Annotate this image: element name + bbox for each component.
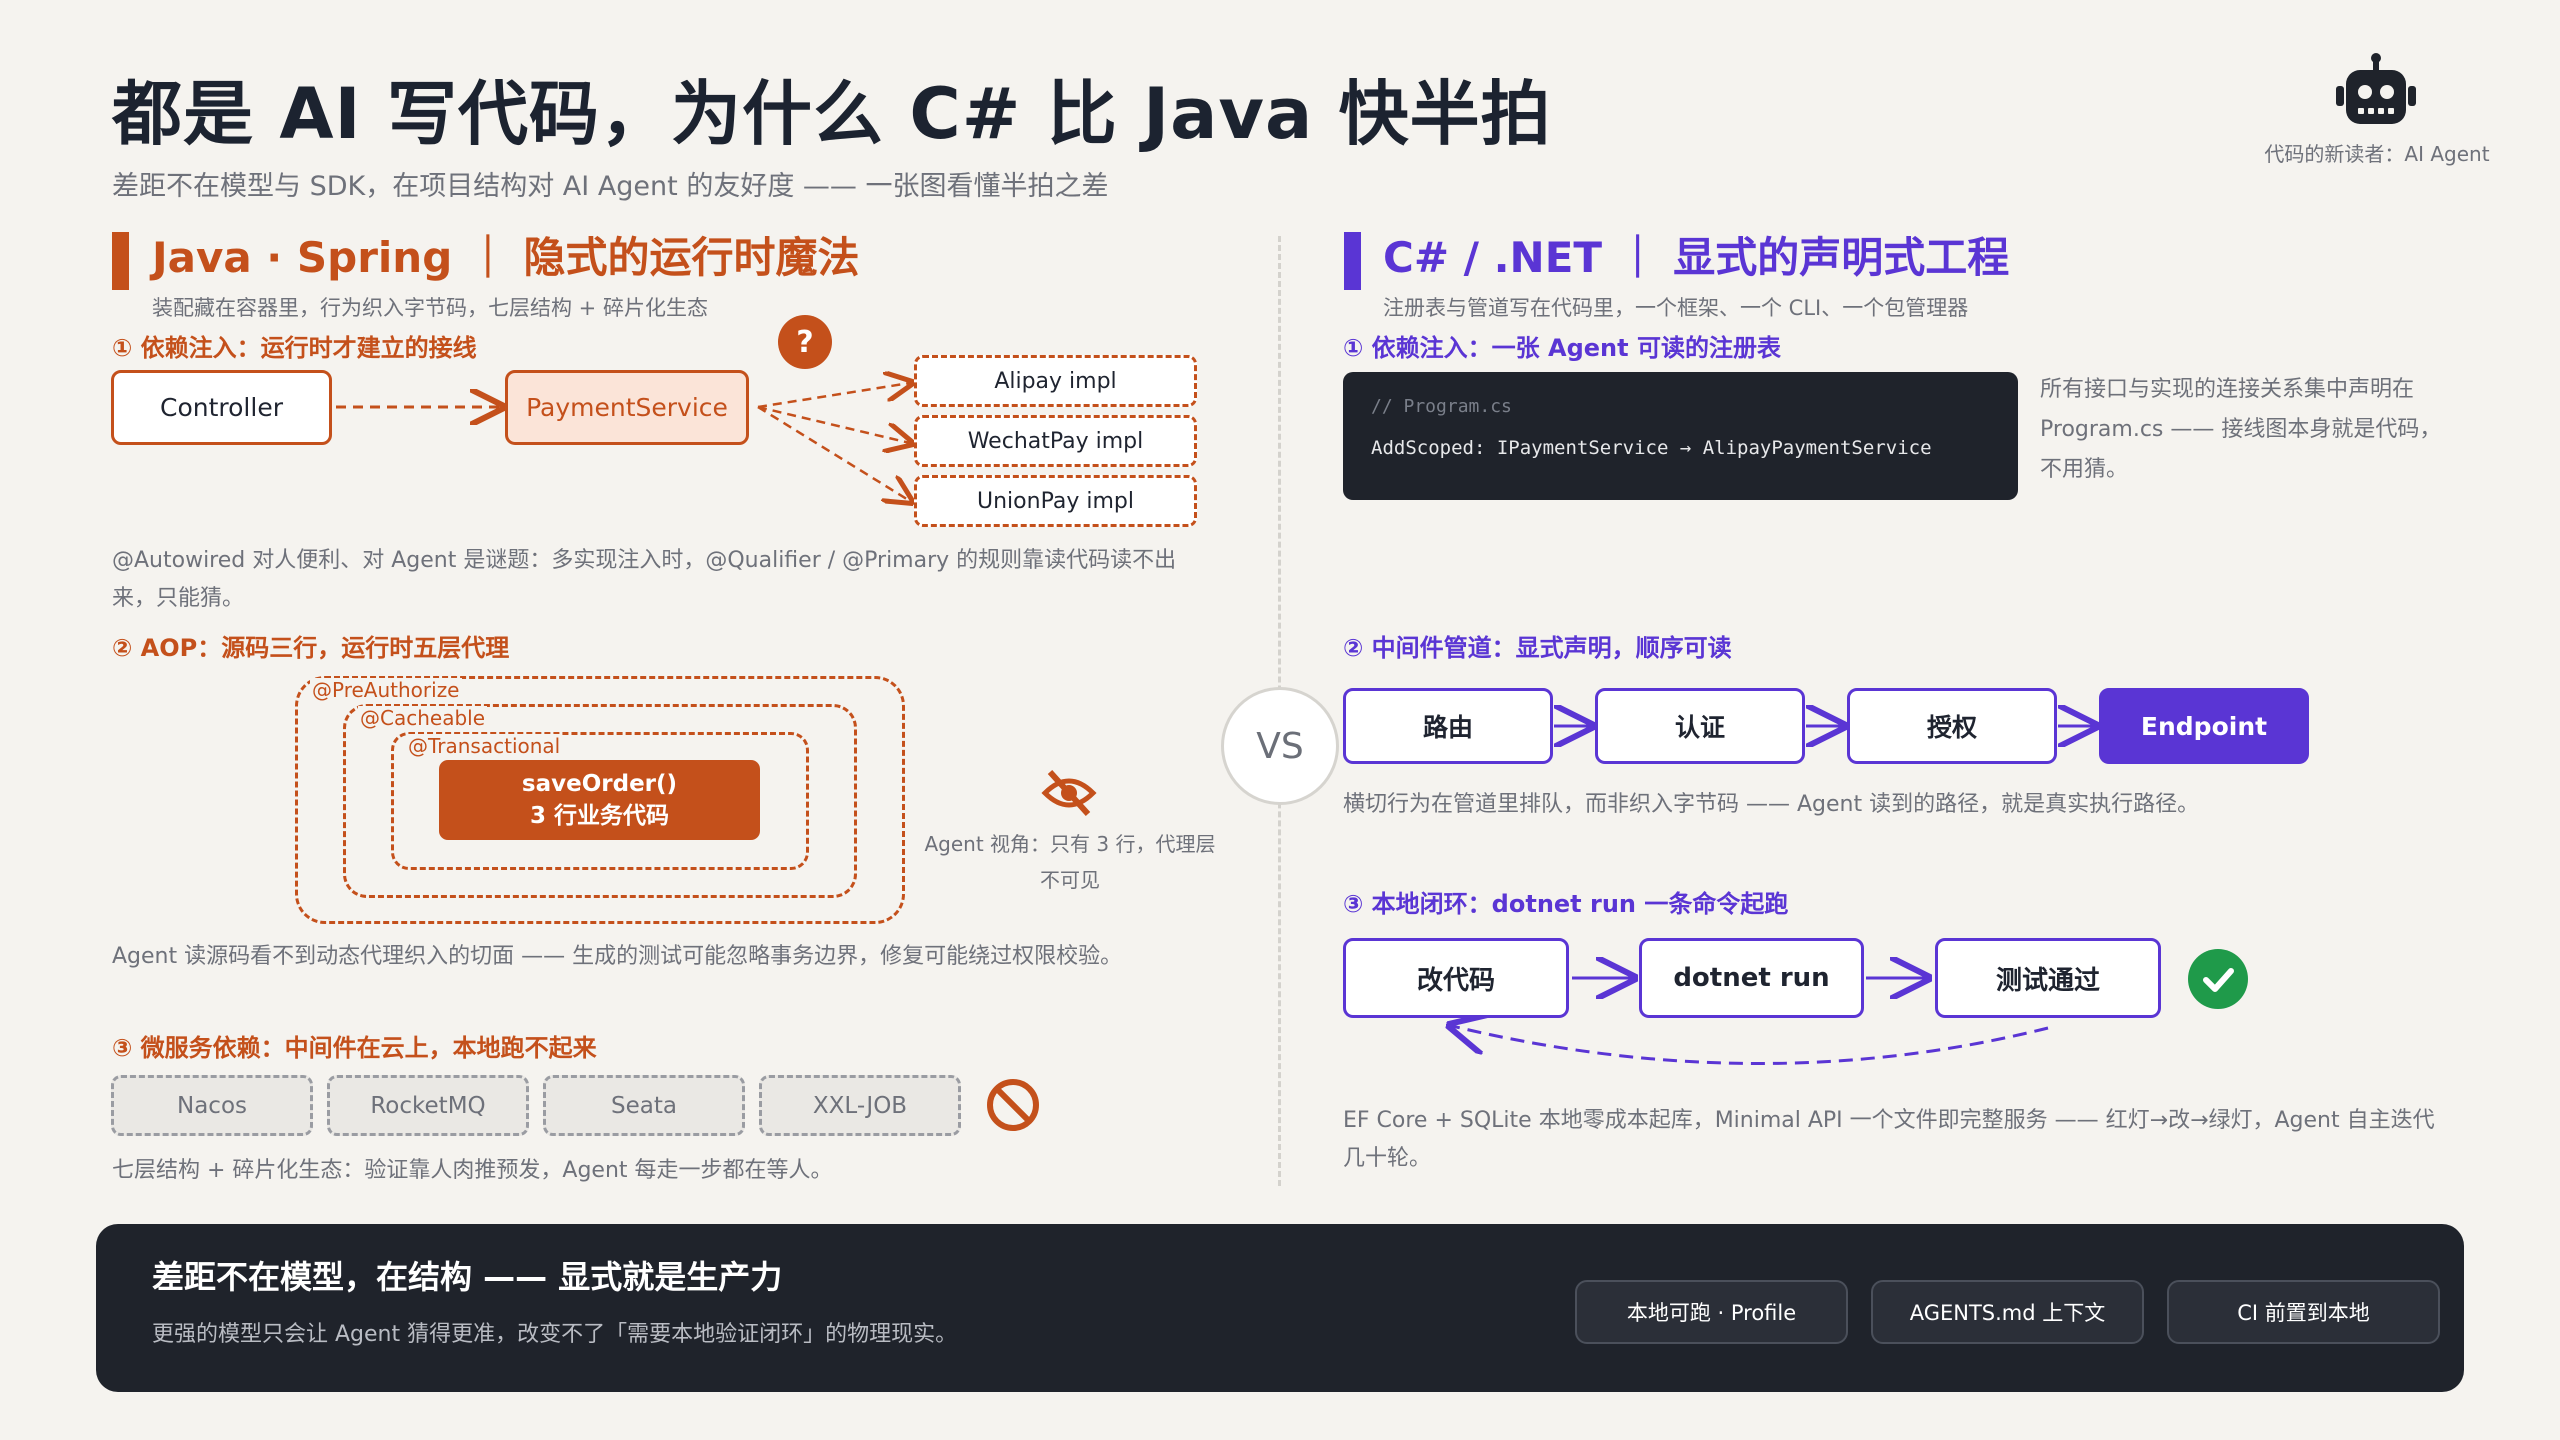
- agent-view-note: Agent 视角：只有 3 行，代理层不可见: [924, 832, 1216, 892]
- pill-local-profile: 本地可跑 · Profile: [1575, 1280, 1848, 1344]
- program-cs-code: // Program.cs AddScoped: IPaymentService…: [1343, 372, 2018, 500]
- impl-wechatpay: WechatPay impl: [914, 415, 1197, 467]
- aop-label-cacheable: @Cacheable: [358, 706, 488, 730]
- java-aop-note: Agent 读源码看不到动态代理织入的切面 —— 生成的测试可能忽略事务边界，修…: [112, 944, 1123, 969]
- ms-nacos: Nacos: [111, 1075, 313, 1136]
- core-lines: 3 行业务代码: [529, 803, 669, 829]
- dotnet-subtitle: 注册表与管道写在代码里，一个框架、一个 CLI、一个包管理器: [1383, 296, 1969, 320]
- pill-agents-md: AGENTS.md 上下文: [1871, 1280, 2144, 1344]
- page-subtitle: 差距不在模型与 SDK，在项目结构对 AI Agent 的友好度 —— 一张图看…: [112, 171, 1109, 202]
- code-line: AddScoped: IPaymentService → AlipayPayme…: [1371, 437, 1932, 459]
- pill-ci-local: CI 前置到本地: [2167, 1280, 2440, 1344]
- loop-tests-pass: 测试通过: [1935, 938, 2161, 1018]
- ms-rocketmq: RocketMQ: [327, 1075, 529, 1136]
- robot-icon: [2336, 53, 2416, 124]
- dotnet-title: C# / .NET ｜ 显式的声明式工程: [1383, 233, 2010, 282]
- arrow-service-wechat: [757, 405, 910, 443]
- footer-title: 差距不在模型，在结构 —— 显式就是生产力: [152, 1258, 783, 1296]
- check-circle-icon: [2188, 949, 2248, 1009]
- dotnet-pipeline-step: ② 中间件管道：显式声明，顺序可读: [1343, 634, 1732, 662]
- java-accent-bar: [112, 232, 129, 290]
- aop-layer-preauthorize: [295, 676, 905, 924]
- prohibited-icon: [987, 1079, 1039, 1131]
- impl-unionpay: UnionPay impl: [914, 475, 1197, 527]
- dotnet-di-note: 所有接口与实现的连接关系集中声明在 Program.cs —— 接线图本身就是代…: [2040, 377, 2442, 482]
- java-subtitle: 装配藏在容器里，行为织入字节码，七层结构 + 碎片化生态: [152, 296, 708, 320]
- controller-box: Controller: [111, 370, 332, 445]
- pipeline-routing: 路由: [1343, 688, 1553, 764]
- aop-label-preauthorize: @PreAuthorize: [310, 678, 462, 702]
- payment-service-box: PaymentService: [505, 370, 749, 445]
- core-method: saveOrder(): [521, 771, 678, 797]
- aop-layer-transactional: [391, 732, 809, 870]
- arrow-service-alipay: [757, 383, 910, 409]
- ms-seata: Seata: [543, 1075, 745, 1136]
- robot-caption: 代码的新读者：AI Agent: [2264, 142, 2490, 166]
- pipeline-authorization: 授权: [1847, 688, 2057, 764]
- impl-alipay: Alipay impl: [914, 355, 1197, 407]
- dotnet-loop-step: ③ 本地闭环：dotnet run 一条命令起跑: [1343, 890, 1789, 918]
- aop-label-transactional: @Transactional: [406, 734, 563, 758]
- java-title: Java · Spring ｜ 隐式的运行时魔法: [152, 233, 860, 282]
- ms-xxljob: XXL-JOB: [759, 1075, 961, 1136]
- eye-slash-icon: [1041, 769, 1097, 817]
- vs-badge: VS: [1221, 687, 1339, 805]
- dotnet-accent-bar: [1344, 232, 1361, 290]
- loop-edit-code: 改代码: [1343, 938, 1569, 1018]
- dotnet-di-step: ① 依赖注入：一张 Agent 可读的注册表: [1343, 334, 1781, 362]
- code-comment: // Program.cs: [1371, 396, 1512, 417]
- pipeline-endpoint: Endpoint: [2099, 688, 2309, 764]
- java-di-note: @Autowired 对人便利、对 Agent 是谜题：多实现注入时，@Qual…: [112, 548, 1177, 611]
- arrow-service-union: [757, 405, 910, 501]
- pipeline-authentication: 认证: [1595, 688, 1805, 764]
- footer-subtitle: 更强的模型只会让 Agent 猜得更准，改变不了「需要本地验证闭环」的物理现实。: [152, 1322, 958, 1347]
- aop-layer-cacheable: [343, 704, 857, 898]
- page-title: 都是 AI 写代码，为什么 C# 比 Java 快半拍: [112, 73, 1552, 155]
- dotnet-loop-note: EF Core + SQLite 本地零成本起库，Minimal API 一个文…: [1343, 1108, 2435, 1171]
- question-mark-icon: ?: [778, 315, 832, 369]
- java-micro-step: ③ 微服务依赖：中间件在云上，本地跑不起来: [112, 1034, 597, 1062]
- save-order-core: saveOrder() 3 行业务代码: [439, 760, 760, 840]
- arrow-loop-back: [1452, 1026, 2049, 1065]
- dotnet-pipeline-note: 横切行为在管道里排队，而非织入字节码 —— Agent 读到的路径，就是真实执行…: [1343, 792, 2200, 817]
- java-di-step: ① 依赖注入：运行时才建立的接线: [112, 334, 477, 362]
- loop-dotnet-run: dotnet run: [1639, 938, 1864, 1018]
- java-aop-step: ② AOP：源码三行，运行时五层代理: [112, 634, 510, 662]
- java-micro-note: 七层结构 + 碎片化生态：验证靠人肉推预发，Agent 每走一步都在等人。: [112, 1158, 833, 1183]
